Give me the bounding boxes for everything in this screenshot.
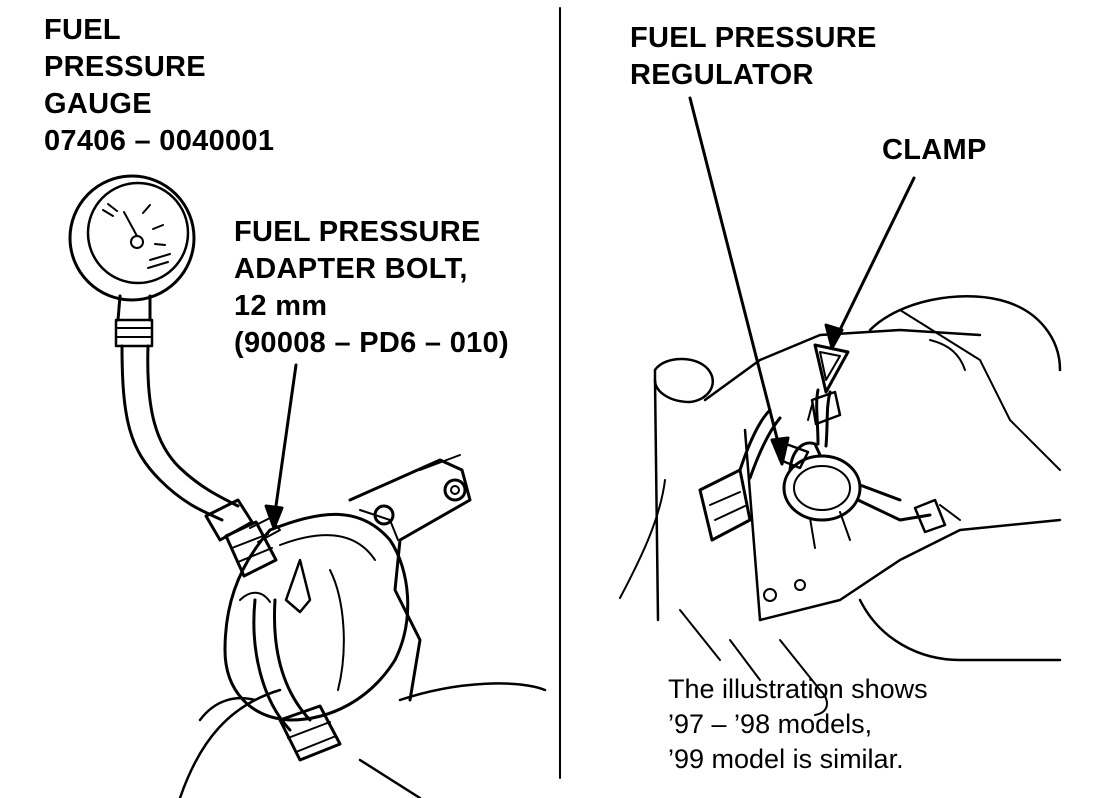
note-line: The illustration shows — [668, 674, 928, 704]
fuel-pressure-gauge-label: FUEL PRESSURE GAUGE 07406 – 0040001 — [44, 12, 274, 160]
model-note-caption: The illustration shows ’97 – ’98 models,… — [668, 672, 928, 777]
clamp-label: CLAMP — [882, 132, 987, 169]
note-line: ’99 model is similar. — [668, 744, 904, 774]
fuel-pressure-adapter-bolt-label: FUEL PRESSURE ADAPTER BOLT, 12 mm (90008… — [234, 214, 509, 362]
adapter-label-line: ADAPTER BOLT, — [234, 253, 468, 285]
clamp-pointer-arrow — [824, 176, 916, 350]
fuel-filter-drawing — [178, 454, 547, 798]
gauge-label-line: GAUGE — [44, 88, 152, 120]
gauge-part-number: 07406 – 0040001 — [44, 125, 275, 157]
engine-background-drawing — [619, 295, 1062, 716]
clamp-label-text: CLAMP — [882, 134, 987, 166]
adapter-label-line: FUEL PRESSURE — [234, 216, 481, 248]
gauge-hose-drawing — [120, 344, 240, 522]
regulator-label-line: REGULATOR — [630, 59, 814, 91]
regulator-label-line: FUEL PRESSURE — [630, 22, 877, 54]
adapter-bolt-pointer-arrow — [264, 363, 298, 530]
fuel-pressure-regulator-drawing — [698, 388, 961, 549]
adapter-size: 12 mm — [234, 290, 328, 322]
fuel-pressure-regulator-label: FUEL PRESSURE REGULATOR — [630, 20, 877, 94]
gauge-label-line: FUEL — [44, 14, 121, 46]
regulator-pointer-arrow — [688, 96, 790, 466]
gauge-label-line: PRESSURE — [44, 51, 206, 83]
note-line: ’97 – ’98 models, — [668, 709, 873, 739]
fuel-pressure-gauge-drawing — [68, 174, 196, 348]
adapter-part-number: (90008 – PD6 – 010) — [234, 327, 509, 359]
